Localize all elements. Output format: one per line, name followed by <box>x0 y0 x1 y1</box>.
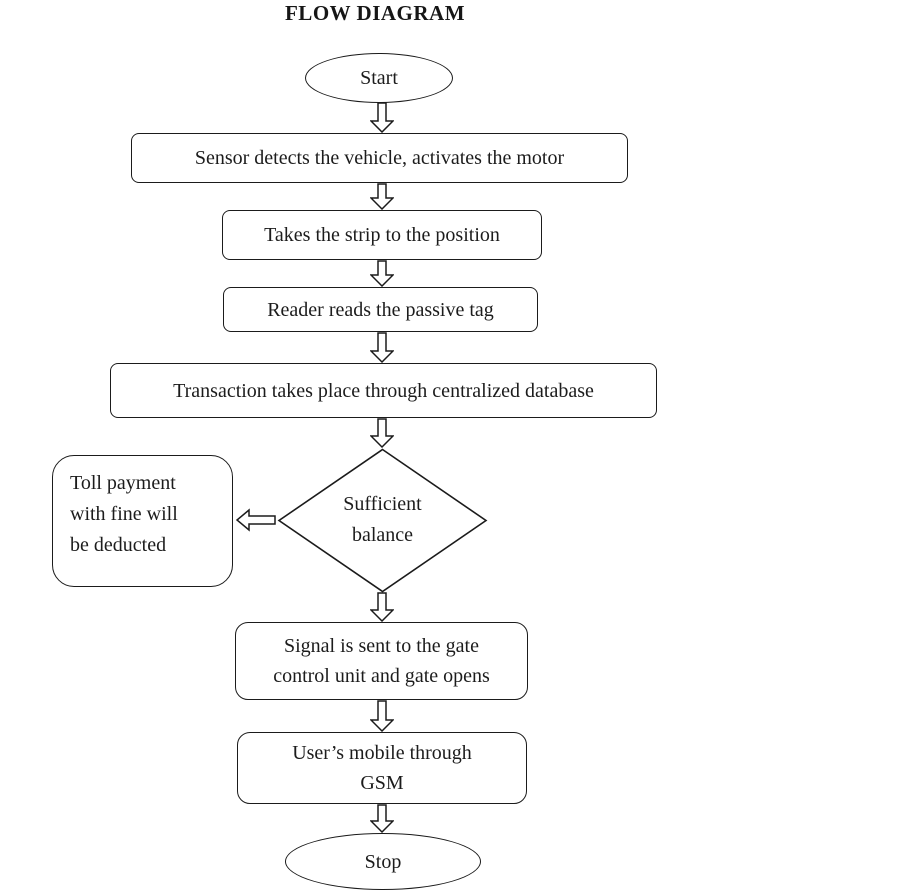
node-toll: Toll payment with fine will be deducted <box>52 455 233 587</box>
arrow-decision-to-signal <box>370 592 394 622</box>
node-start: Start <box>305 53 453 103</box>
node-gsm: User’s mobile through GSM <box>237 732 527 804</box>
node-stop: Stop <box>285 833 481 890</box>
node-stop-label: Stop <box>364 850 402 873</box>
arrow-transaction-to-decision <box>370 418 394 448</box>
node-strip: Takes the strip to the position <box>222 210 542 260</box>
node-start-label: Start <box>360 67 398 89</box>
arrow-start-to-sensor <box>370 102 394 133</box>
diagram-title: FLOW DIAGRAM <box>284 1 466 25</box>
node-strip-label: Takes the strip to the position <box>264 224 500 246</box>
decision-line-1: Sufficient <box>343 493 422 515</box>
gsm-line-2: GSM <box>360 772 404 794</box>
node-transaction: Transaction takes place through centrali… <box>110 363 657 418</box>
arrow-sensor-to-strip <box>370 183 394 210</box>
signal-line-2: control unit and gate opens <box>273 665 490 687</box>
arrow-reader-to-transaction <box>370 332 394 363</box>
node-transaction-label: Transaction takes place through centrali… <box>173 379 594 402</box>
toll-line-1: Toll payment <box>70 472 176 494</box>
node-reader: Reader reads the passive tag <box>223 287 538 332</box>
arrow-strip-to-reader <box>370 260 394 287</box>
arrow-gsm-to-stop <box>370 804 394 833</box>
arrow-decision-to-toll <box>236 508 276 532</box>
node-reader-label: Reader reads the passive tag <box>267 298 494 321</box>
node-decision-label: Sufficient balance <box>307 487 458 553</box>
node-sensor: Sensor detects the vehicle, activates th… <box>131 133 628 183</box>
toll-line-2: with fine will <box>70 503 178 525</box>
node-decision-shape <box>277 448 488 593</box>
gsm-line-1: User’s mobile through <box>292 742 472 764</box>
arrow-signal-to-gsm <box>370 700 394 732</box>
node-sensor-label: Sensor detects the vehicle, activates th… <box>194 147 565 169</box>
signal-line-1: Signal is sent to the gate <box>284 635 479 657</box>
node-signal: Signal is sent to the gate control unit … <box>235 622 528 700</box>
toll-line-3: be deducted <box>70 534 167 556</box>
decision-line-2: balance <box>351 524 414 546</box>
